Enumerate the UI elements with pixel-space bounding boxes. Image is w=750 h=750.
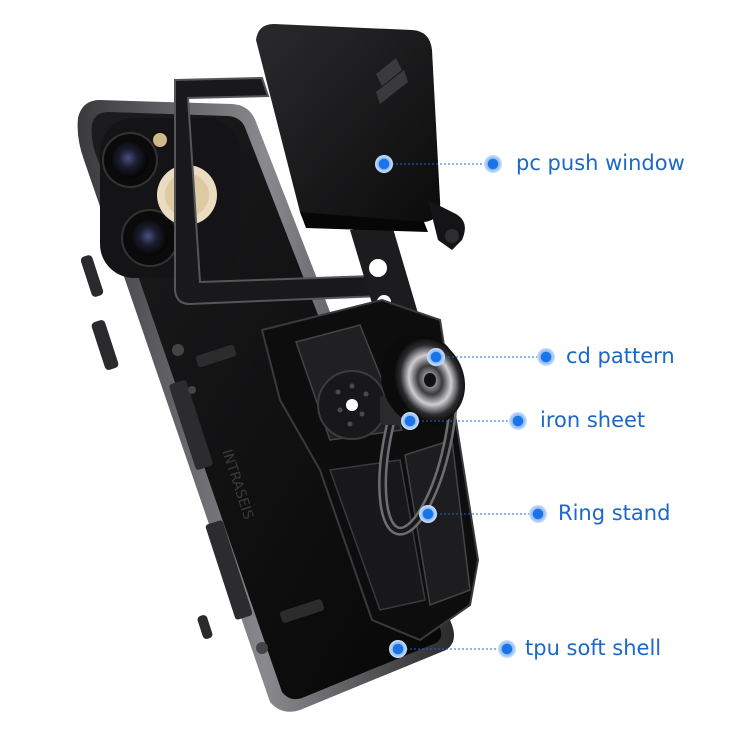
pc-push-window xyxy=(256,24,465,250)
label-ring-stand: Ring stand xyxy=(558,501,671,525)
label-tpu-soft-shell: tpu soft shell xyxy=(525,636,662,660)
label-cd-pattern: cd pattern xyxy=(566,344,675,368)
callout-dots xyxy=(375,155,555,658)
label-iron-sheet: iron sheet xyxy=(540,408,646,432)
camera-module xyxy=(100,118,240,278)
label-pc-push-window: pc push window xyxy=(516,151,685,175)
callout-lines xyxy=(384,163,544,650)
armor-plate xyxy=(260,298,480,642)
